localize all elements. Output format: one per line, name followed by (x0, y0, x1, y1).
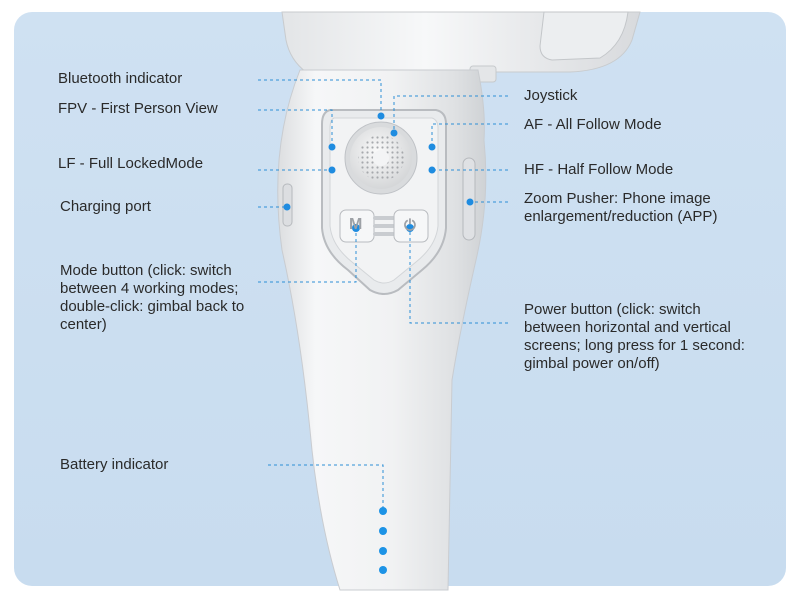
mode-button-label: Mode button (click: switch between 4 wor… (60, 262, 245, 333)
zoom-pusher-dot (466, 198, 474, 206)
control-panel (321, 109, 447, 295)
battery-indicator-dots (379, 507, 387, 574)
fpv-label: FPV - First Person View (58, 100, 218, 117)
indicator-dots (283, 112, 474, 232)
af-indicator-dot (428, 143, 436, 151)
power-button-label: Power button (click: switch between hori… (524, 301, 745, 372)
charging-port-dot (283, 203, 291, 211)
hf-label: HF - Half Follow Mode (524, 161, 674, 178)
m-letter-icon: M (349, 216, 363, 233)
power-icon: ⏻ (404, 216, 416, 234)
leader-lines (258, 79, 508, 510)
zoom-pusher-label: Zoom Pusher: Phone image enlargement/red… (524, 190, 718, 225)
joystick-dot (390, 129, 398, 137)
lf-label: LF - Full LockedMode (58, 155, 204, 172)
af-label: AF - All Follow Mode (524, 116, 662, 133)
lf-indicator-dot (328, 166, 336, 174)
fpv-indicator-dot (328, 143, 336, 151)
battery-indicator-label: Battery indicator (60, 456, 169, 473)
mode-button-dot (352, 224, 360, 232)
bluetooth-indicator-label: Bluetooth indicator (58, 70, 183, 87)
bluetooth-indicator-dot (377, 112, 385, 120)
hf-indicator-dot (428, 166, 436, 174)
power-button-dot (406, 224, 414, 232)
charging-port-label: Charging port (60, 198, 151, 215)
joystick-label: Joystick (524, 87, 578, 104)
